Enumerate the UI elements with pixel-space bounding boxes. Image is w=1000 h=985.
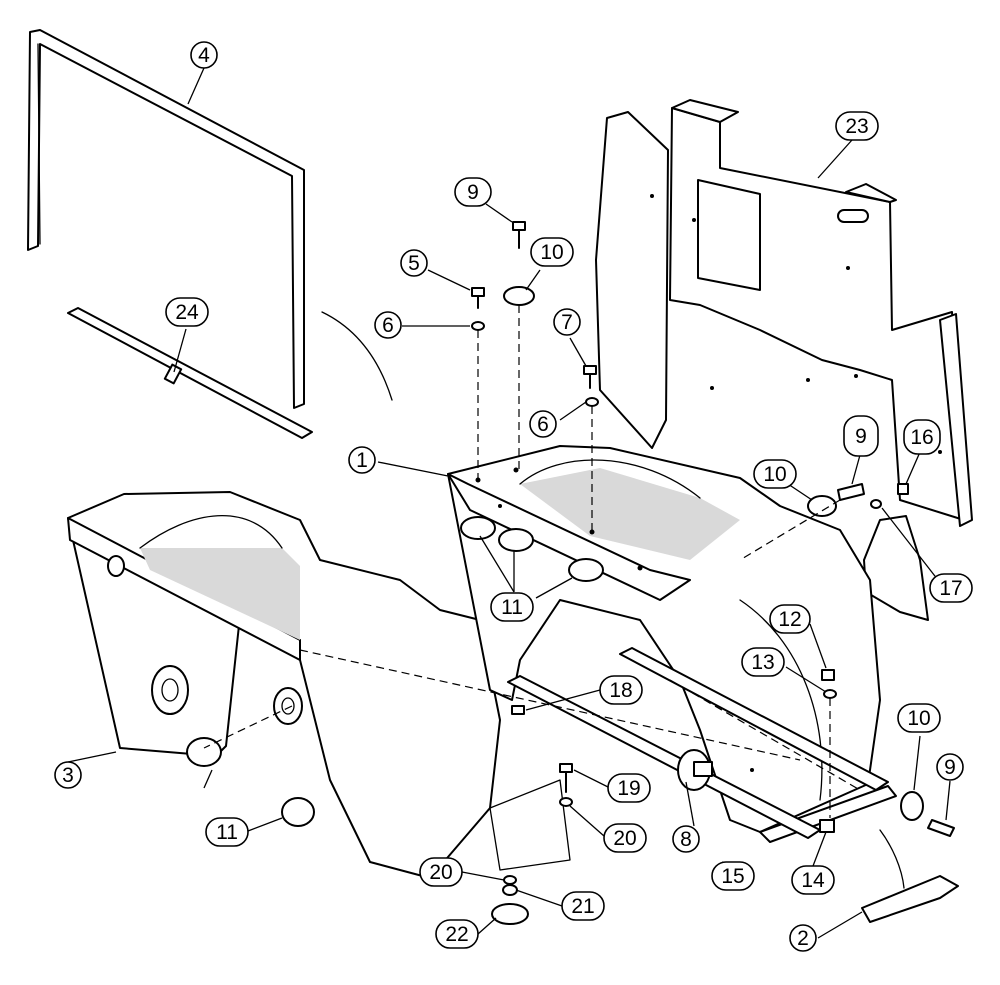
callout-24: 24 [165,297,209,327]
callout-9-side: 9 [843,415,879,457]
callout-label: 18 [609,679,632,702]
callout-21: 21 [561,891,605,921]
callout-19: 19 [607,773,651,803]
callout-13: 13 [741,647,785,677]
part-24-bar [67,307,313,439]
callout-label: 4 [198,44,210,67]
callout-10-right: 10 [753,459,797,489]
part-2-bracket [861,829,959,923]
callout-label: 3 [62,764,74,787]
callout-4: 4 [190,41,218,69]
callout-23: 23 [835,111,879,141]
callout-14: 14 [791,865,835,895]
callout-label: 9 [944,756,956,779]
callout-label: 22 [445,923,468,946]
callout-6-left: 6 [374,311,402,339]
callout-label: 15 [721,865,744,888]
callout-8: 8 [672,825,700,853]
callout-11-center: 11 [490,592,534,622]
callout-label: 6 [537,413,549,436]
callout-label: 9 [855,425,867,448]
callout-7: 7 [553,308,581,336]
callout-label: 10 [763,463,786,486]
callout-label: 5 [408,252,420,275]
callout-label: 11 [501,596,523,619]
callout-label: 14 [801,869,825,892]
callout-18: 18 [599,675,643,705]
callout-label: 8 [680,828,692,851]
callout-10-lower: 10 [897,703,941,733]
callout-label: 21 [571,895,594,918]
callout-6-right: 6 [529,410,557,438]
callout-9-top: 9 [454,177,492,207]
callout-2: 2 [789,924,817,952]
callout-label: 13 [751,651,774,674]
callout-20-upper: 20 [603,823,647,853]
callout-17: 17 [929,573,973,603]
part-15-strip [507,647,889,839]
callout-3: 3 [54,761,82,789]
callout-label: 10 [540,241,563,264]
callout-10-top: 10 [530,237,574,267]
callout-label: 20 [429,861,452,884]
callout-12: 12 [769,604,811,634]
callout-9-lower: 9 [936,753,964,781]
callout-label: 19 [617,777,640,800]
part-3-housing [67,491,571,879]
callout-label: 9 [467,181,479,204]
callout-5: 5 [400,249,428,277]
callout-label: 16 [910,426,933,449]
callout-16: 16 [903,419,941,455]
callout-22: 22 [435,919,479,949]
callout-label: 10 [907,707,930,730]
callout-label: 24 [175,301,199,324]
callout-label: 11 [216,821,238,844]
callout-label: 20 [613,827,636,850]
callout-20-lower: 20 [419,857,463,887]
hardware [186,221,955,925]
callout-label: 7 [561,311,573,334]
callout-11-left: 11 [205,817,249,847]
callout-label: 1 [356,449,368,472]
callout-label: 12 [778,608,801,631]
assembly-lines [203,305,861,818]
callout-1: 1 [348,446,376,474]
callout-label: 17 [939,577,962,600]
part-4-frame [27,29,305,409]
part-23-rear-panel [595,99,973,621]
callout-15: 15 [711,861,755,891]
callout-label: 2 [797,927,809,950]
callout-label: 23 [845,115,868,138]
callout-label: 6 [382,314,394,337]
leader-lines [67,67,951,939]
